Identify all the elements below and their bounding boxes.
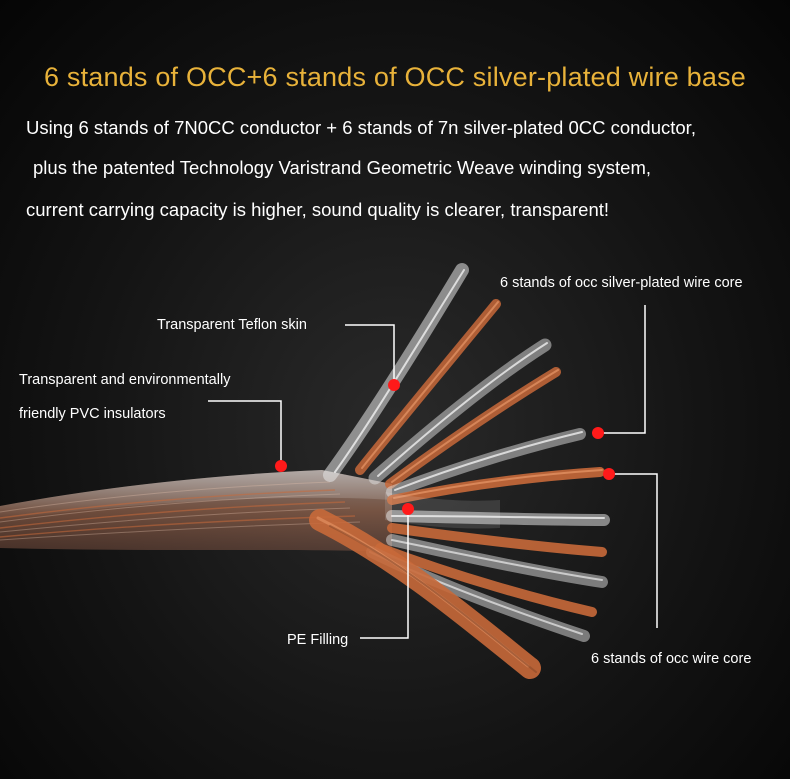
label-pe-filling: PE Filling [287,632,349,648]
cable-jacket [0,470,392,552]
upper-strands [323,263,605,505]
lower-strands [309,509,610,679]
label-teflon-skin: Transparent Teflon skin [157,317,307,333]
description-line-3: current carrying capacity is higher, sou… [26,199,610,220]
marker-teflon [388,379,400,391]
label-occ-core: 6 stands of occ wire core [591,651,752,667]
callout-markers [275,379,615,515]
pe-filling-sleeve [385,492,500,529]
description-line-1: Using 6 stands of 7N0CC conductor + 6 st… [26,117,696,138]
marker-pe-filling [402,503,414,515]
label-pvc-line-2: friendly PVC insulators [19,406,166,422]
description-line-2: plus the patented Technology Varistrand … [33,157,652,178]
label-silver-plated-core: 6 stands of occ silver-plated wire core [500,275,743,291]
marker-pvc [275,460,287,472]
page-title: 6 stands of OCC+6 stands of OCC silver-p… [43,62,747,92]
marker-silver-core [592,427,604,439]
marker-occ-core [603,468,615,480]
label-pvc-line-1: Transparent and environmentally [19,372,231,388]
leader-lines [208,305,658,639]
